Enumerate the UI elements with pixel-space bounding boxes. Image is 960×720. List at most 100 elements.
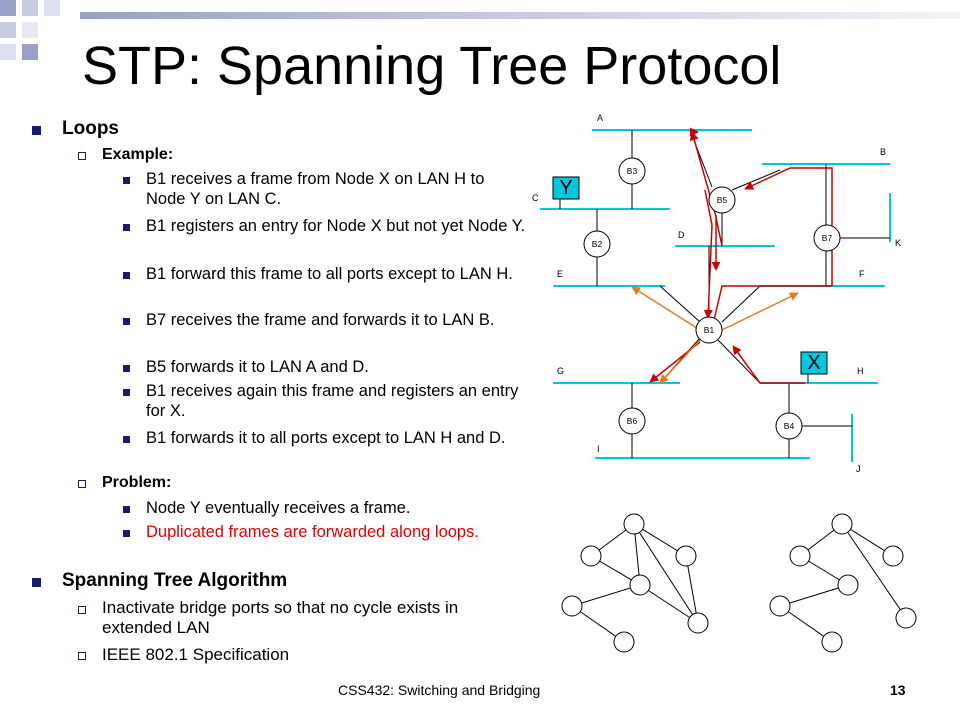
problem-item-highlight: Duplicated frames are forwarded along lo… [146, 523, 479, 541]
bullet-small [123, 530, 130, 537]
link-line [721, 285, 761, 323]
bullet-hollow [78, 606, 86, 614]
heading-problem: Problem: [102, 474, 172, 491]
lan-label: E [557, 269, 563, 279]
bridge-label: B6 [627, 416, 638, 426]
node-label: Y [559, 177, 572, 199]
bridge-label: B2 [592, 239, 603, 249]
bullet-square [32, 126, 41, 135]
bridge-b6 [618, 407, 646, 435]
page-number: 13 [890, 682, 906, 698]
bridge-b1 [695, 316, 723, 344]
tree-edge [779, 605, 833, 643]
node-x [800, 351, 828, 375]
lan-label: C [532, 193, 539, 203]
heading-sta: Spanning Tree Algorithm [62, 570, 288, 591]
bridge-label: B1 [704, 325, 715, 335]
bridge-b2 [583, 230, 611, 258]
lan-label: A [597, 113, 603, 123]
bullet-hollow [78, 152, 86, 160]
lan-label: K [895, 238, 901, 248]
bridge-label: B4 [784, 421, 795, 431]
broadcast-arrow [721, 292, 799, 331]
title-bar-decoration [80, 12, 960, 19]
lan-label: G [557, 366, 564, 376]
graph-node [623, 513, 645, 535]
frame-path-arrow [703, 189, 713, 319]
bullet-small [123, 272, 130, 279]
corner-square [0, 0, 16, 16]
tree-node [769, 595, 791, 617]
bridge-label: B7 [822, 233, 833, 243]
bridge-label: B3 [627, 166, 638, 176]
example-item: B7 receives the frame and forwards it to… [146, 311, 495, 329]
lan-label: I [597, 444, 600, 454]
bridge-b7 [813, 224, 841, 252]
broadcast-arrow [659, 339, 701, 384]
tree-node [895, 607, 917, 629]
tree-node [831, 513, 853, 535]
sta-item: Inactivate bridge ports so that no cycle… [102, 598, 459, 637]
bullet-square [32, 578, 41, 587]
corner-square [0, 22, 16, 38]
tree-node [882, 545, 904, 567]
lan-label: J [856, 464, 861, 474]
bridge-b4 [775, 412, 803, 440]
link-line [659, 285, 701, 323]
graph-edge [633, 523, 699, 624]
bullet-small [123, 506, 130, 513]
graph-edge [571, 584, 641, 607]
graph-node [613, 631, 635, 653]
corner-square [0, 44, 16, 60]
corner-square [22, 0, 38, 16]
graph-node [580, 545, 602, 567]
lan-label: F [859, 269, 865, 279]
example-item: B1 receives again this frame and registe… [146, 382, 519, 420]
example-item: B1 forward this frame to all ports excep… [146, 265, 513, 283]
bullet-small [123, 389, 130, 396]
tree-node [821, 631, 843, 653]
graph-edge [685, 555, 699, 624]
heading-example: Example: [102, 146, 174, 163]
node-label: X [807, 352, 820, 374]
node-y [552, 176, 580, 200]
bridge-b5 [708, 186, 736, 214]
example-item: B5 forwards it to LAN A and D. [146, 358, 369, 376]
problem-item: Node Y eventually receives a frame. [146, 499, 411, 517]
lan-label: B [880, 147, 886, 157]
graph-node [687, 612, 709, 634]
broadcast-arrow [631, 286, 701, 331]
tree-edge [779, 584, 849, 607]
tree-edge [841, 523, 907, 619]
link-line [731, 169, 781, 191]
bullet-small [123, 318, 130, 325]
corner-square [22, 22, 38, 38]
slide-footer: CSS432: Switching and Bridging [338, 682, 541, 698]
heading-loops: Loops [62, 118, 119, 139]
example-item: B1 registers an entry for Node X but not… [146, 217, 526, 235]
tree-node [837, 574, 859, 596]
bullet-small [123, 224, 130, 231]
bridge-b3 [618, 157, 646, 185]
example-item: B1 receives a frame from Node X on LAN H… [146, 170, 485, 208]
example-item: B1 forwards it to all ports except to LA… [146, 429, 506, 447]
bridge-label: B5 [717, 195, 728, 205]
sta-item: IEEE 802.1 Specification [102, 645, 290, 664]
lan-label: H [857, 366, 864, 376]
graph-node [629, 574, 651, 596]
slide-title: STP: Spanning Tree Protocol [82, 36, 782, 96]
bullet-hollow [78, 652, 86, 660]
bullet-small [123, 436, 130, 443]
graph-edge [639, 584, 699, 624]
graph-node [561, 595, 583, 617]
corner-square [44, 0, 60, 16]
tree-node [789, 545, 811, 567]
bullet-hollow [78, 480, 86, 488]
graph-node [675, 545, 697, 567]
frame-path-arrow [732, 345, 805, 384]
frame-path-arrow [689, 131, 723, 247]
bullet-small [123, 177, 130, 184]
corner-square [22, 44, 38, 60]
link-line [717, 339, 761, 384]
